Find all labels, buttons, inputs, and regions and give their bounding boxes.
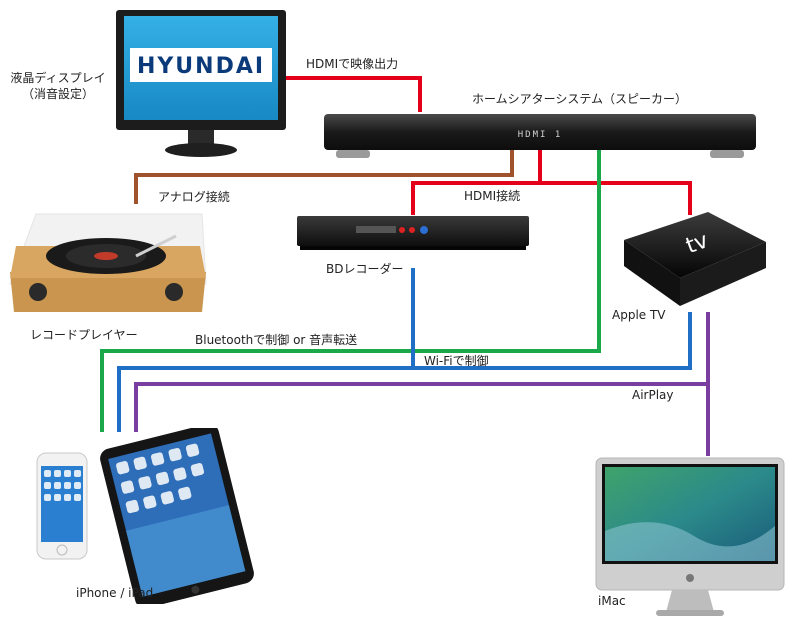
hdmi-recorder-line <box>411 150 542 215</box>
monitor-label-line2: （消音設定） <box>21 87 94 101</box>
recorder-label: BDレコーダー <box>326 262 404 276</box>
appletv-label: Apple TV <box>612 308 666 322</box>
turntable-device <box>6 200 208 324</box>
monitor-label-line1: 液晶ディスプレイ <box>10 71 106 85</box>
analog-line <box>134 150 514 204</box>
bluetooth-line <box>100 150 601 432</box>
hdmi-video-line <box>280 76 422 112</box>
hdmi-appletv-line <box>540 181 692 215</box>
mobile-label: iPhone / iPad <box>76 586 154 600</box>
monitor-device: HYUNDAI <box>112 8 290 160</box>
wifi-appletv-line <box>413 312 692 370</box>
hdmi-label: HDMI接続 <box>464 189 521 203</box>
wifi-line <box>117 268 415 432</box>
ipad-device <box>94 428 260 604</box>
bluetooth-label: Bluetoothで制御 or 音声転送 <box>195 333 358 347</box>
wifi-label: Wi-Fiで制御 <box>424 354 489 368</box>
analog-label: アナログ接続 <box>158 190 230 204</box>
soundbar-display-text: HDMI 1 <box>518 130 563 140</box>
airplay-line <box>134 382 708 432</box>
monitor-label: 液晶ディスプレイ （消音設定） <box>2 70 114 102</box>
soundbar-device: HDMI 1 <box>322 110 758 162</box>
monitor-logo-text: HYUNDAI <box>137 54 265 79</box>
soundbar-label: ホームシアターシステム（スピーカー） <box>472 92 688 106</box>
airplay-label: AirPlay <box>632 388 674 402</box>
imac-device <box>594 456 786 618</box>
turntable-label: レコードプレイヤー <box>30 328 138 342</box>
hdmi-video-label: HDMIで映像出力 <box>306 57 399 71</box>
imac-label: iMac <box>598 594 626 608</box>
recorder-device <box>296 214 530 252</box>
appletv-device: tv <box>614 206 770 316</box>
iphone-device <box>36 452 88 560</box>
